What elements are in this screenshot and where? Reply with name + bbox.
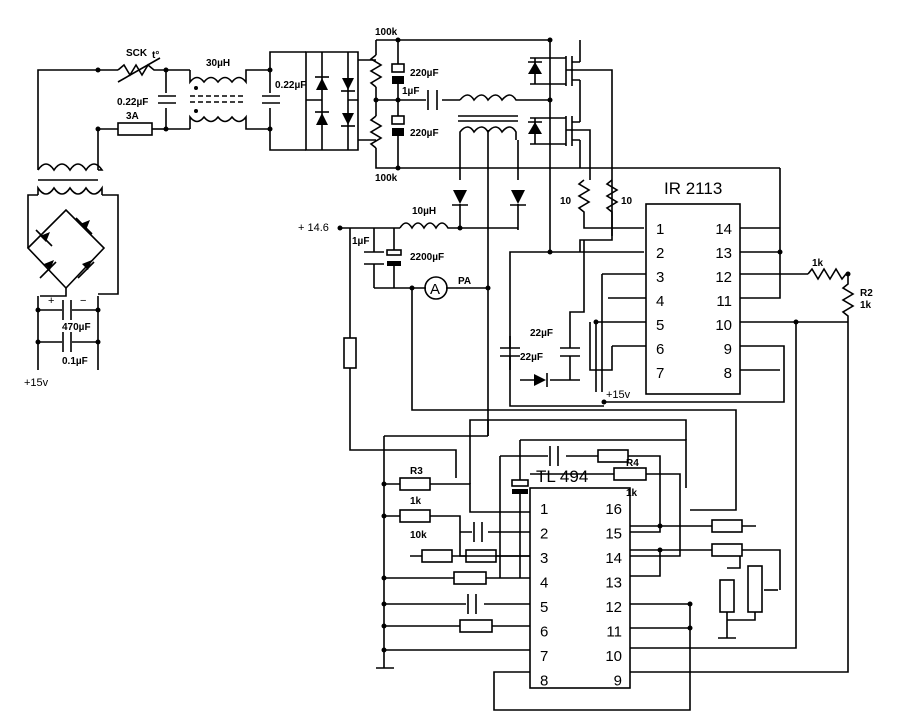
cap-470-label: 470µF — [62, 322, 91, 333]
pin-number: 8 — [724, 365, 732, 382]
r4-label: R4 — [626, 458, 639, 469]
cap-22-a-label: 22µF — [530, 328, 553, 339]
r10-b-label: 10 — [621, 196, 633, 207]
pin-number: 1 — [540, 501, 548, 518]
minus-470-label: − — [80, 295, 86, 307]
r10-a-label: 10 — [560, 196, 572, 207]
cap-22-b-label: 22µF — [520, 352, 543, 363]
r-1k-tl-label: 1k — [410, 496, 422, 507]
r100k-top-label: 100k — [375, 27, 398, 38]
tl494-right-pins: 16 15 14 13 12 11 10 9 — [605, 501, 622, 690]
cap-01-label: 0.1µF — [62, 356, 88, 367]
plus15-mid-label: +15v — [606, 389, 631, 401]
pin-number: 2 — [656, 245, 664, 262]
cap-2200-label: 2200µF — [410, 252, 444, 263]
gate-resistors: 10 10 — [560, 179, 644, 252]
pin-number: 14 — [715, 221, 732, 238]
pin-number: 1 — [656, 221, 664, 238]
ir2113-left-pins: 1 2 3 4 5 6 7 — [656, 221, 664, 382]
pin-number: 13 — [605, 575, 622, 592]
pin-number: 12 — [715, 269, 732, 286]
plus-14-6-label: + 14.6 — [298, 222, 329, 234]
cap-022-left-label: 0.22µF — [117, 97, 148, 108]
pin-number: 8 — [540, 673, 548, 690]
output-transformer — [458, 94, 550, 420]
pin-number: 9 — [724, 341, 732, 358]
ammeter-symbol — [424, 276, 448, 300]
pin-number: 13 — [715, 245, 732, 262]
pin-number: 3 — [540, 550, 548, 567]
pin-number: 6 — [656, 341, 664, 358]
pin-number: 15 — [605, 526, 622, 543]
pin-number: 5 — [656, 317, 664, 334]
ir2113-right-pins: 14 13 12 11 10 9 8 — [715, 221, 732, 382]
pin-number: 16 — [605, 501, 622, 518]
auxiliary-supply: + − 470µF 0.1µF +15v — [24, 163, 119, 389]
tl494-left-pins: 1 2 3 4 5 6 7 8 — [540, 501, 548, 690]
output-rectifier: 10µH + 14.6 1µF 2200µF A PA — [298, 190, 737, 511]
r-10k-label: 10k — [410, 530, 427, 541]
r100k-bottom-label: 100k — [375, 173, 398, 184]
pin-number: 10 — [605, 648, 622, 665]
pin-number: 10 — [715, 317, 732, 334]
r2-value-label: 1k — [860, 300, 872, 311]
sck-label: SCK — [126, 48, 148, 59]
pin-number: 7 — [540, 648, 548, 665]
mains-input-section: SCK t° 3A 0.22µF 30µH 0.22µF — [37, 48, 306, 170]
r1k-right-label: 1k — [812, 258, 824, 269]
plus15-left-label: +15v — [24, 377, 49, 389]
cap-022-top-label: 0.22µF — [275, 80, 306, 91]
r-1k-4-label: 1k — [626, 488, 638, 499]
pin-number: 4 — [656, 293, 664, 310]
pin-number: 11 — [606, 624, 622, 641]
pin-number: 9 — [614, 673, 622, 690]
pin-number: 5 — [540, 599, 548, 616]
cap-1uf-b-label: 1µF — [352, 236, 369, 247]
r2-label: R2 — [860, 288, 873, 299]
pin-number: 11 — [716, 293, 732, 310]
plus-470-label: + — [48, 295, 54, 307]
cap-220-bottom-label: 220µF — [410, 128, 439, 139]
feedback-resistors: 1k R2 1k — [630, 258, 873, 673]
ir2113-name: IR 2113 — [664, 179, 722, 198]
r3-label: R3 — [410, 466, 423, 477]
pin-number: 4 — [540, 575, 548, 592]
inter-stage-wiring — [469, 419, 687, 484]
bus-capacitor-divider: 100k 100k 220µF 220µF 1µF — [369, 27, 780, 184]
ammeter-symbol-label: A — [430, 281, 440, 298]
cap-1uf-label: 1µF — [402, 86, 419, 97]
pin-number: 7 — [656, 365, 664, 382]
svg-text:t°: t° — [152, 50, 159, 61]
pin-number: 3 — [656, 269, 664, 286]
inductor-10uh-label: 10µH — [412, 206, 436, 217]
inductor-30uh-label: 30µH — [206, 58, 230, 69]
pin-number: 6 — [540, 624, 548, 641]
cap-220-top-label: 220µF — [410, 68, 439, 79]
fuse-symbol — [117, 122, 153, 136]
half-bridge-mosfets — [528, 37, 613, 255]
fuse-label: 3A — [126, 111, 139, 122]
mains-bridge-rectifier — [305, 51, 376, 151]
pin-number: 12 — [605, 599, 622, 616]
ammeter-label: PA — [458, 276, 471, 287]
tl494-name: TL 494 — [536, 467, 588, 486]
pin-number: 2 — [540, 526, 548, 543]
bootstrap-circuit: 22µF 22µF — [500, 240, 585, 387]
pin-number: 14 — [605, 550, 622, 567]
